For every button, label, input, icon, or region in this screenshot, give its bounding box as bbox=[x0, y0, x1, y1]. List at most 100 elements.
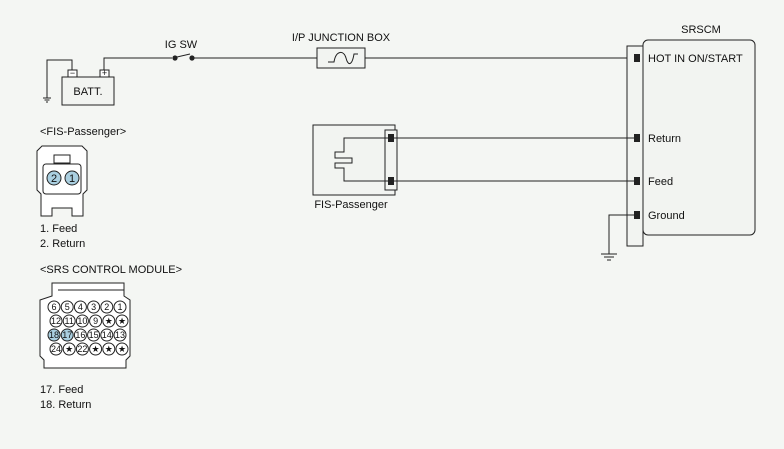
srs-connector-pin bbox=[47, 328, 61, 342]
battery-ground-wire bbox=[46, 59, 73, 98]
srs-connector-pin bbox=[113, 328, 127, 342]
fis-connector-view: 2 1 bbox=[36, 145, 88, 217]
srs-connector-pin bbox=[87, 300, 101, 314]
srs-connector-pin-label: 18 bbox=[49, 330, 59, 340]
srs-connector-pin bbox=[62, 342, 76, 356]
srs-connector-pin-label: 24 bbox=[51, 344, 61, 354]
srs-connector-pin-label: 2 bbox=[104, 302, 109, 312]
srs-connector-title: <SRS CONTROL MODULE> bbox=[40, 264, 182, 276]
srs-connector-pin bbox=[89, 314, 103, 328]
srs-connector-pin bbox=[62, 314, 76, 328]
ignition-switch-contact-right bbox=[189, 55, 195, 61]
srs-connector-pin-label: 4 bbox=[78, 302, 83, 312]
fis-connector-pin bbox=[46, 170, 62, 186]
srscm-module: SRSCM HOT IN ON/START Return Feed Ground bbox=[626, 24, 756, 247]
srs-connector-pin-label: ★ bbox=[105, 316, 113, 326]
fuse-icon bbox=[328, 52, 358, 64]
srscm-pin-feed-label: Feed bbox=[648, 176, 673, 188]
ignition-switch bbox=[172, 53, 195, 61]
srs-connector-pin-label: 6 bbox=[51, 302, 56, 312]
srs-connector-pin bbox=[73, 328, 87, 342]
fis-passenger-box bbox=[312, 124, 396, 196]
srs-connector-pin bbox=[49, 314, 63, 328]
srscm-pin-hot-label: HOT IN ON/START bbox=[648, 53, 743, 65]
ignition-switch-blade bbox=[176, 53, 191, 58]
srs-connector-pin bbox=[75, 314, 89, 328]
battery-box bbox=[61, 76, 115, 106]
srs-connector-pin-label: 17 bbox=[62, 330, 72, 340]
battery-negative-label: − bbox=[70, 68, 75, 78]
srs-connector-pin bbox=[115, 342, 129, 356]
battery: − + BATT. bbox=[43, 59, 115, 106]
srscm-pin-return-label: Return bbox=[648, 133, 681, 145]
battery-ground-symbol bbox=[43, 97, 51, 103]
srscm-pin-ground bbox=[634, 211, 640, 219]
srs-connector-pin-label: 10 bbox=[77, 316, 87, 326]
srscm-box bbox=[642, 39, 756, 236]
srs-connector-pin-label: 3 bbox=[91, 302, 96, 312]
srs-connector-pin bbox=[60, 300, 74, 314]
srs-legend-feed: 17. Feed bbox=[40, 384, 83, 396]
srscm-pin-feed bbox=[634, 177, 640, 185]
junction-box-label: I/P JUNCTION BOX bbox=[292, 32, 391, 44]
srs-connector-pin bbox=[100, 300, 114, 314]
fis-connector-pin bbox=[64, 170, 80, 186]
srscm-ground-symbol bbox=[601, 253, 617, 261]
fis-return-pin bbox=[388, 134, 394, 142]
ignition-switch-contact-left bbox=[172, 55, 178, 61]
srscm-pin-ground-label: Ground bbox=[648, 210, 685, 222]
srs-connector-pin-label: ★ bbox=[118, 344, 126, 354]
battery-to-switch-wire bbox=[103, 57, 172, 70]
fis-passenger-label: FIS-Passenger bbox=[314, 199, 388, 211]
fis-passenger-connector bbox=[384, 129, 398, 191]
srs-connector-pin bbox=[75, 342, 89, 356]
srs-connector-pin bbox=[100, 328, 114, 342]
srs-connector-pin-label: 9 bbox=[93, 316, 98, 326]
srs-connector-pin-label: ★ bbox=[105, 344, 113, 354]
srscm-pin-hot bbox=[634, 54, 640, 62]
ignition-switch-label: IG SW bbox=[165, 39, 198, 51]
battery-label: BATT. bbox=[73, 86, 102, 98]
srscm-ground-wire bbox=[608, 214, 634, 254]
srs-connector-pin bbox=[87, 328, 101, 342]
srs-connector-pin bbox=[47, 300, 61, 314]
srs-connector-pin-label: 11 bbox=[65, 316, 74, 326]
srs-connector-pin-label: ★ bbox=[65, 344, 73, 354]
srs-connector-pin bbox=[115, 314, 129, 328]
srs-connector-pin-label: ★ bbox=[118, 316, 126, 326]
srs-connector-pin-label: 1 bbox=[117, 302, 122, 312]
srscm-label: SRSCM bbox=[681, 24, 721, 36]
junction-box bbox=[316, 47, 366, 69]
srs-connector-pin-label: 12 bbox=[51, 316, 61, 326]
srs-connector-pin bbox=[60, 328, 74, 342]
srs-legend-return: 18. Return bbox=[40, 399, 91, 411]
fis-passenger-component bbox=[312, 124, 398, 196]
srs-connector-pin-label: 15 bbox=[89, 330, 99, 340]
srs-connector-pin bbox=[113, 300, 127, 314]
fis-squib-icon bbox=[334, 137, 388, 182]
srscm-pin-return bbox=[634, 134, 640, 142]
fis-connector-pin-label: 2 bbox=[51, 173, 57, 185]
battery-positive-label: + bbox=[102, 68, 107, 78]
srs-connector-pin bbox=[102, 314, 116, 328]
srs-connector-pin-label: ★ bbox=[92, 344, 100, 354]
srs-connector-pin-label: 14 bbox=[102, 330, 112, 340]
srs-connector-pin-label: 5 bbox=[65, 302, 70, 312]
fis-feed-pin bbox=[388, 177, 394, 185]
fis-legend-feed: 1. Feed bbox=[40, 223, 77, 235]
junction-box-body bbox=[316, 47, 366, 69]
fis-connector-latch bbox=[53, 154, 71, 164]
srs-connector-pin-label: 16 bbox=[75, 330, 85, 340]
fis-legend-return: 2. Return bbox=[40, 238, 85, 250]
srs-connector-pin bbox=[89, 342, 103, 356]
srs-connector-pin bbox=[49, 342, 63, 356]
fis-connector-pin-label: 1 bbox=[69, 173, 75, 185]
srs-connector-pin-label: 22 bbox=[77, 344, 87, 354]
srs-connector-pin bbox=[102, 342, 116, 356]
srs-connector-pin-label: 13 bbox=[115, 330, 125, 340]
fis-connector-title: <FIS-Passenger> bbox=[40, 126, 126, 138]
